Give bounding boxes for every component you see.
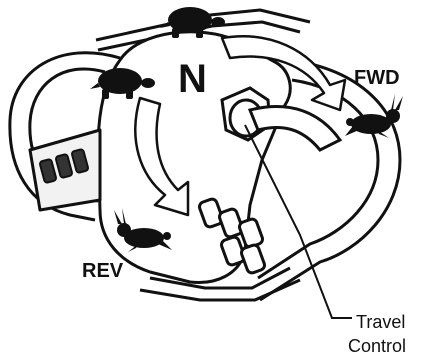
left-grip-slots <box>39 148 89 184</box>
rabbit-icon <box>114 208 172 252</box>
turtle-icon <box>160 7 225 38</box>
travel-control-callout-line <box>244 124 352 319</box>
forward-label: FWD <box>354 67 400 89</box>
reverse-label: REV <box>82 260 124 282</box>
forward-arrow <box>220 35 347 112</box>
turtle-icon <box>90 68 155 99</box>
reverse-arrow <box>134 96 190 217</box>
rabbit-icon <box>345 94 403 138</box>
lower-grip-slots <box>198 197 266 275</box>
travel-control-lever <box>220 86 343 152</box>
travel-control-label-line2: Control <box>348 336 406 356</box>
travel-control-label-line1: Travel <box>356 312 405 332</box>
neutral-label: N <box>178 57 207 101</box>
